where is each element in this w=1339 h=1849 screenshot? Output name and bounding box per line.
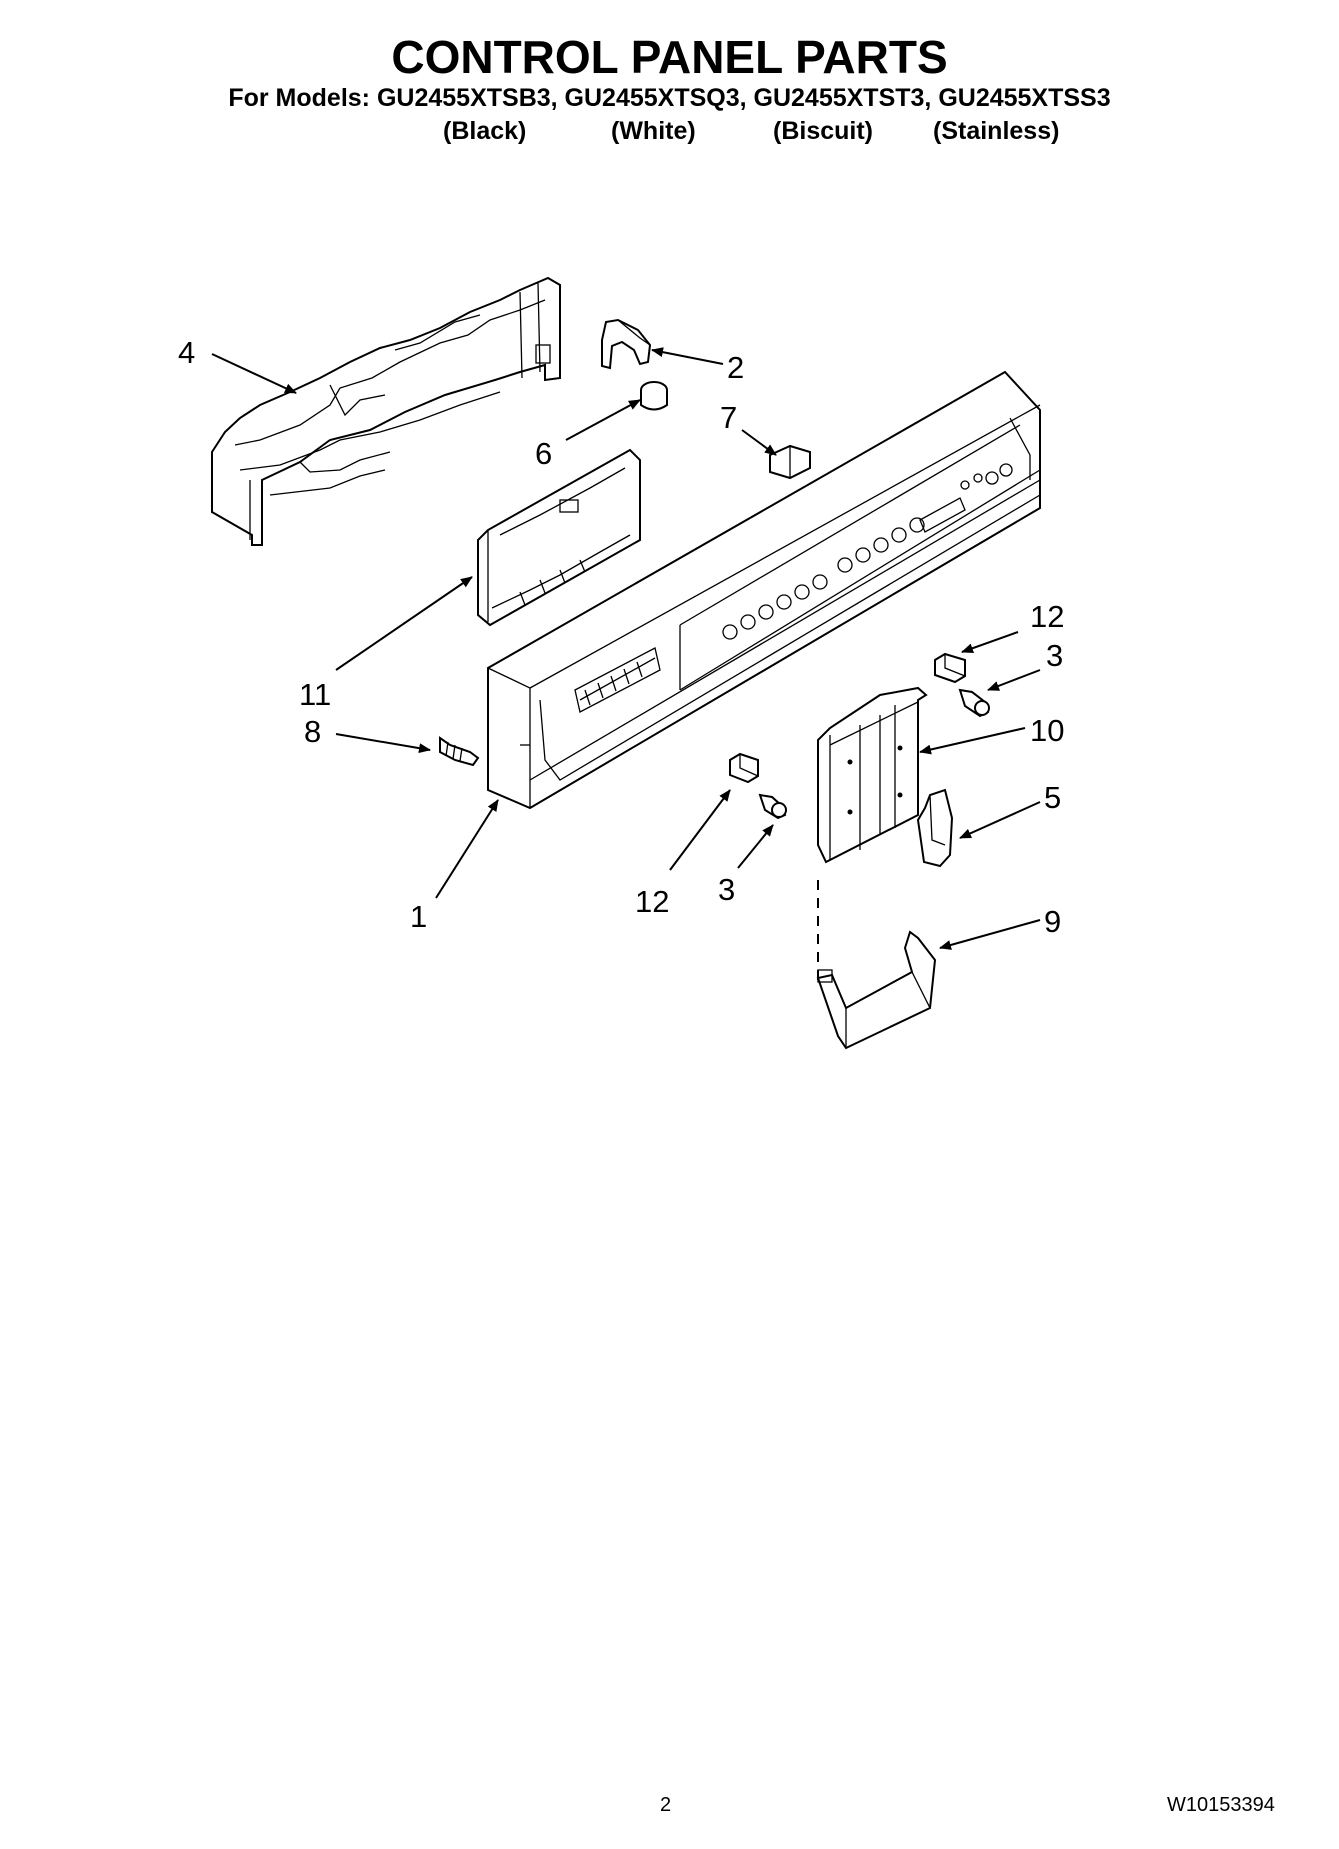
part-2-clip (601, 318, 652, 370)
callout-9: 9 (1044, 904, 1061, 939)
part-1-control-panel (487, 370, 1041, 810)
callout-3-upper: 3 (1046, 638, 1063, 673)
callout-7: 7 (720, 400, 737, 435)
callout-8: 8 (304, 714, 321, 749)
variant-stainless: (Stainless) (933, 117, 1060, 145)
callout-12-lower: 12 (635, 884, 669, 919)
callout-5: 5 (1044, 780, 1061, 815)
part-7-clip (769, 444, 811, 480)
part-10-bracket (817, 686, 928, 864)
callout-3-lower: 3 (718, 872, 735, 907)
part-8-screw (439, 736, 480, 767)
callout-11: 11 (299, 677, 331, 712)
part-11-control-board (477, 448, 641, 627)
variant-black: (Black) (443, 117, 527, 145)
leader-lines (211, 347, 1041, 950)
callout-10: 10 (1030, 713, 1064, 748)
page-title: CONTROL PANEL PARTS (391, 31, 948, 83)
document-number: W10153394 (1167, 1794, 1275, 1816)
variant-white: (White) (611, 117, 696, 145)
part-12-lower (729, 752, 759, 784)
callout-6: 6 (535, 436, 552, 471)
part-9-lower-bracket (816, 930, 937, 1050)
part-12-upper (934, 652, 966, 684)
part-3-lower-screw (758, 793, 787, 820)
part-5-side-clip (916, 788, 954, 868)
models-line: For Models: GU2455XTSB3, GU2455XTSQ3, GU… (228, 84, 1111, 112)
page-number: 2 (660, 1794, 672, 1816)
part-6-button (640, 381, 668, 411)
callout-12-upper: 12 (1030, 599, 1064, 634)
variant-biscuit: (Biscuit) (773, 117, 873, 145)
callout-numbers: 4 2 6 7 11 8 1 12 3 10 5 12 3 9 (178, 335, 1064, 939)
callout-2: 2 (727, 350, 744, 385)
callout-4: 4 (178, 335, 195, 370)
part-4-housing (211, 276, 561, 546)
part-3-upper-screw (958, 688, 990, 718)
callout-1: 1 (410, 899, 427, 934)
